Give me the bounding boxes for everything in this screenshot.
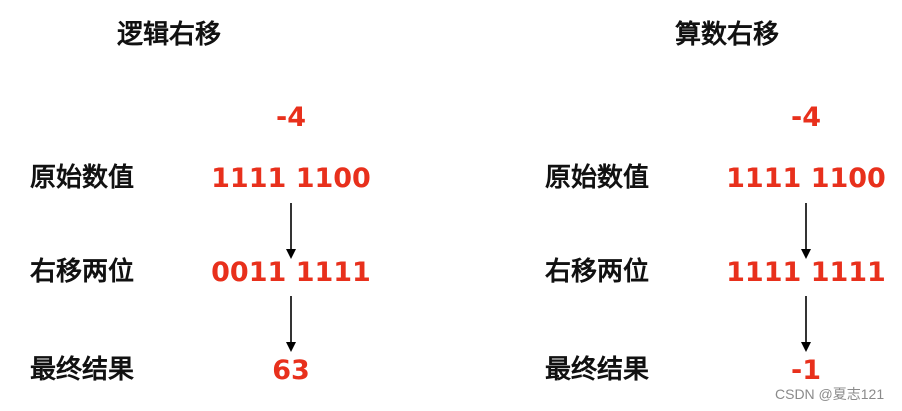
right-value-original: 1111 1100 [726,163,886,194]
right-label-shifted: 右移两位 [545,257,650,287]
right-arrow-2 [801,296,811,352]
left-title: 逻辑右移 [117,20,222,50]
right-value-result: -1 [791,355,821,386]
arrowhead-icon [801,342,811,352]
right-title: 算数右移 [675,20,780,50]
right-decimal-value: -4 [791,102,821,133]
left-value-result: 63 [272,355,310,386]
left-arrow-2 [286,296,296,352]
left-value-original: 1111 1100 [211,163,371,194]
left-value-shifted: 0011 1111 [211,257,371,288]
arrowhead-icon [801,249,811,259]
left-label-shifted: 右移两位 [30,257,135,287]
right-label-result: 最终结果 [545,355,650,385]
arrowhead-icon [286,342,296,352]
arrowhead-icon [286,249,296,259]
left-label-original: 原始数值 [30,163,135,193]
right-arrow-1 [801,203,811,259]
right-value-shifted: 1111 1111 [726,257,886,288]
left-label-result: 最终结果 [30,355,135,385]
watermark: CSDN @夏志121 [775,386,885,402]
right-label-original: 原始数值 [545,163,650,193]
left-decimal-value: -4 [276,102,306,133]
left-arrow-1 [286,203,296,259]
